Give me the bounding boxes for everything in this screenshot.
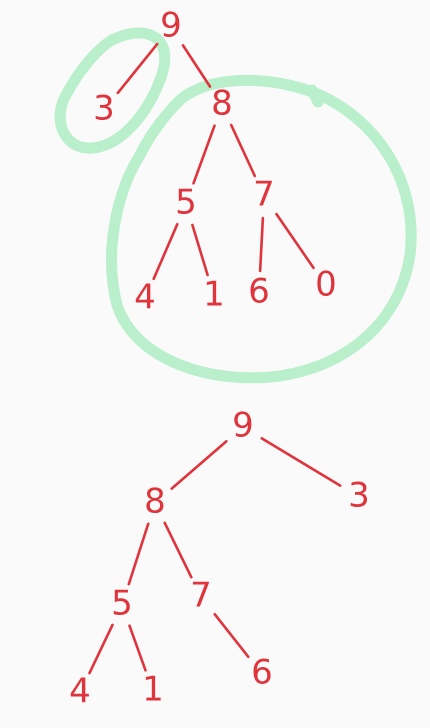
- edge-after-5-4: [88, 623, 114, 675]
- edge-before-8-5: [192, 124, 216, 185]
- node-after-8: 8: [144, 482, 166, 522]
- edge-before-5-4: [152, 222, 179, 281]
- node-after-4: 4: [69, 672, 91, 712]
- edge-layer: [88, 42, 342, 675]
- left-subtree-highlight: [54, 27, 171, 154]
- edge-after-5-1: [128, 624, 147, 672]
- edge-before-9-8: [181, 44, 212, 88]
- highlight-tick: [306, 84, 324, 108]
- node-before-6: 6: [248, 272, 270, 312]
- node-before-1: 1: [203, 275, 225, 315]
- edge-after-8-7: [163, 521, 193, 579]
- node-after-9: 9: [232, 406, 254, 446]
- node-before-9: 9: [160, 6, 182, 46]
- node-before-3: 3: [93, 89, 115, 129]
- node-after-5: 5: [111, 584, 133, 624]
- edge-after-8-5: [127, 522, 150, 586]
- node-before-4: 4: [134, 278, 156, 318]
- node-after-6: 6: [251, 653, 273, 693]
- right-subtree-highlight: [106, 74, 417, 384]
- edge-before-7-6: [258, 216, 265, 273]
- node-before-7: 7: [253, 175, 275, 215]
- edge-before-9-3: [116, 42, 159, 95]
- edge-after-7-6: [213, 612, 250, 659]
- node-after-3: 3: [348, 476, 370, 516]
- edge-before-8-7: [229, 123, 257, 178]
- node-before-5: 5: [175, 183, 197, 223]
- node-before-0: 0: [315, 265, 337, 305]
- node-before-8: 8: [211, 84, 233, 124]
- edge-before-5-1: [191, 223, 209, 277]
- edge-before-7-0: [275, 212, 315, 270]
- node-after-7: 7: [190, 576, 212, 616]
- edge-after-9-3: [260, 437, 342, 487]
- node-after-1: 1: [142, 670, 164, 710]
- edge-after-9-8: [170, 440, 228, 490]
- highlight-layer: [54, 27, 417, 384]
